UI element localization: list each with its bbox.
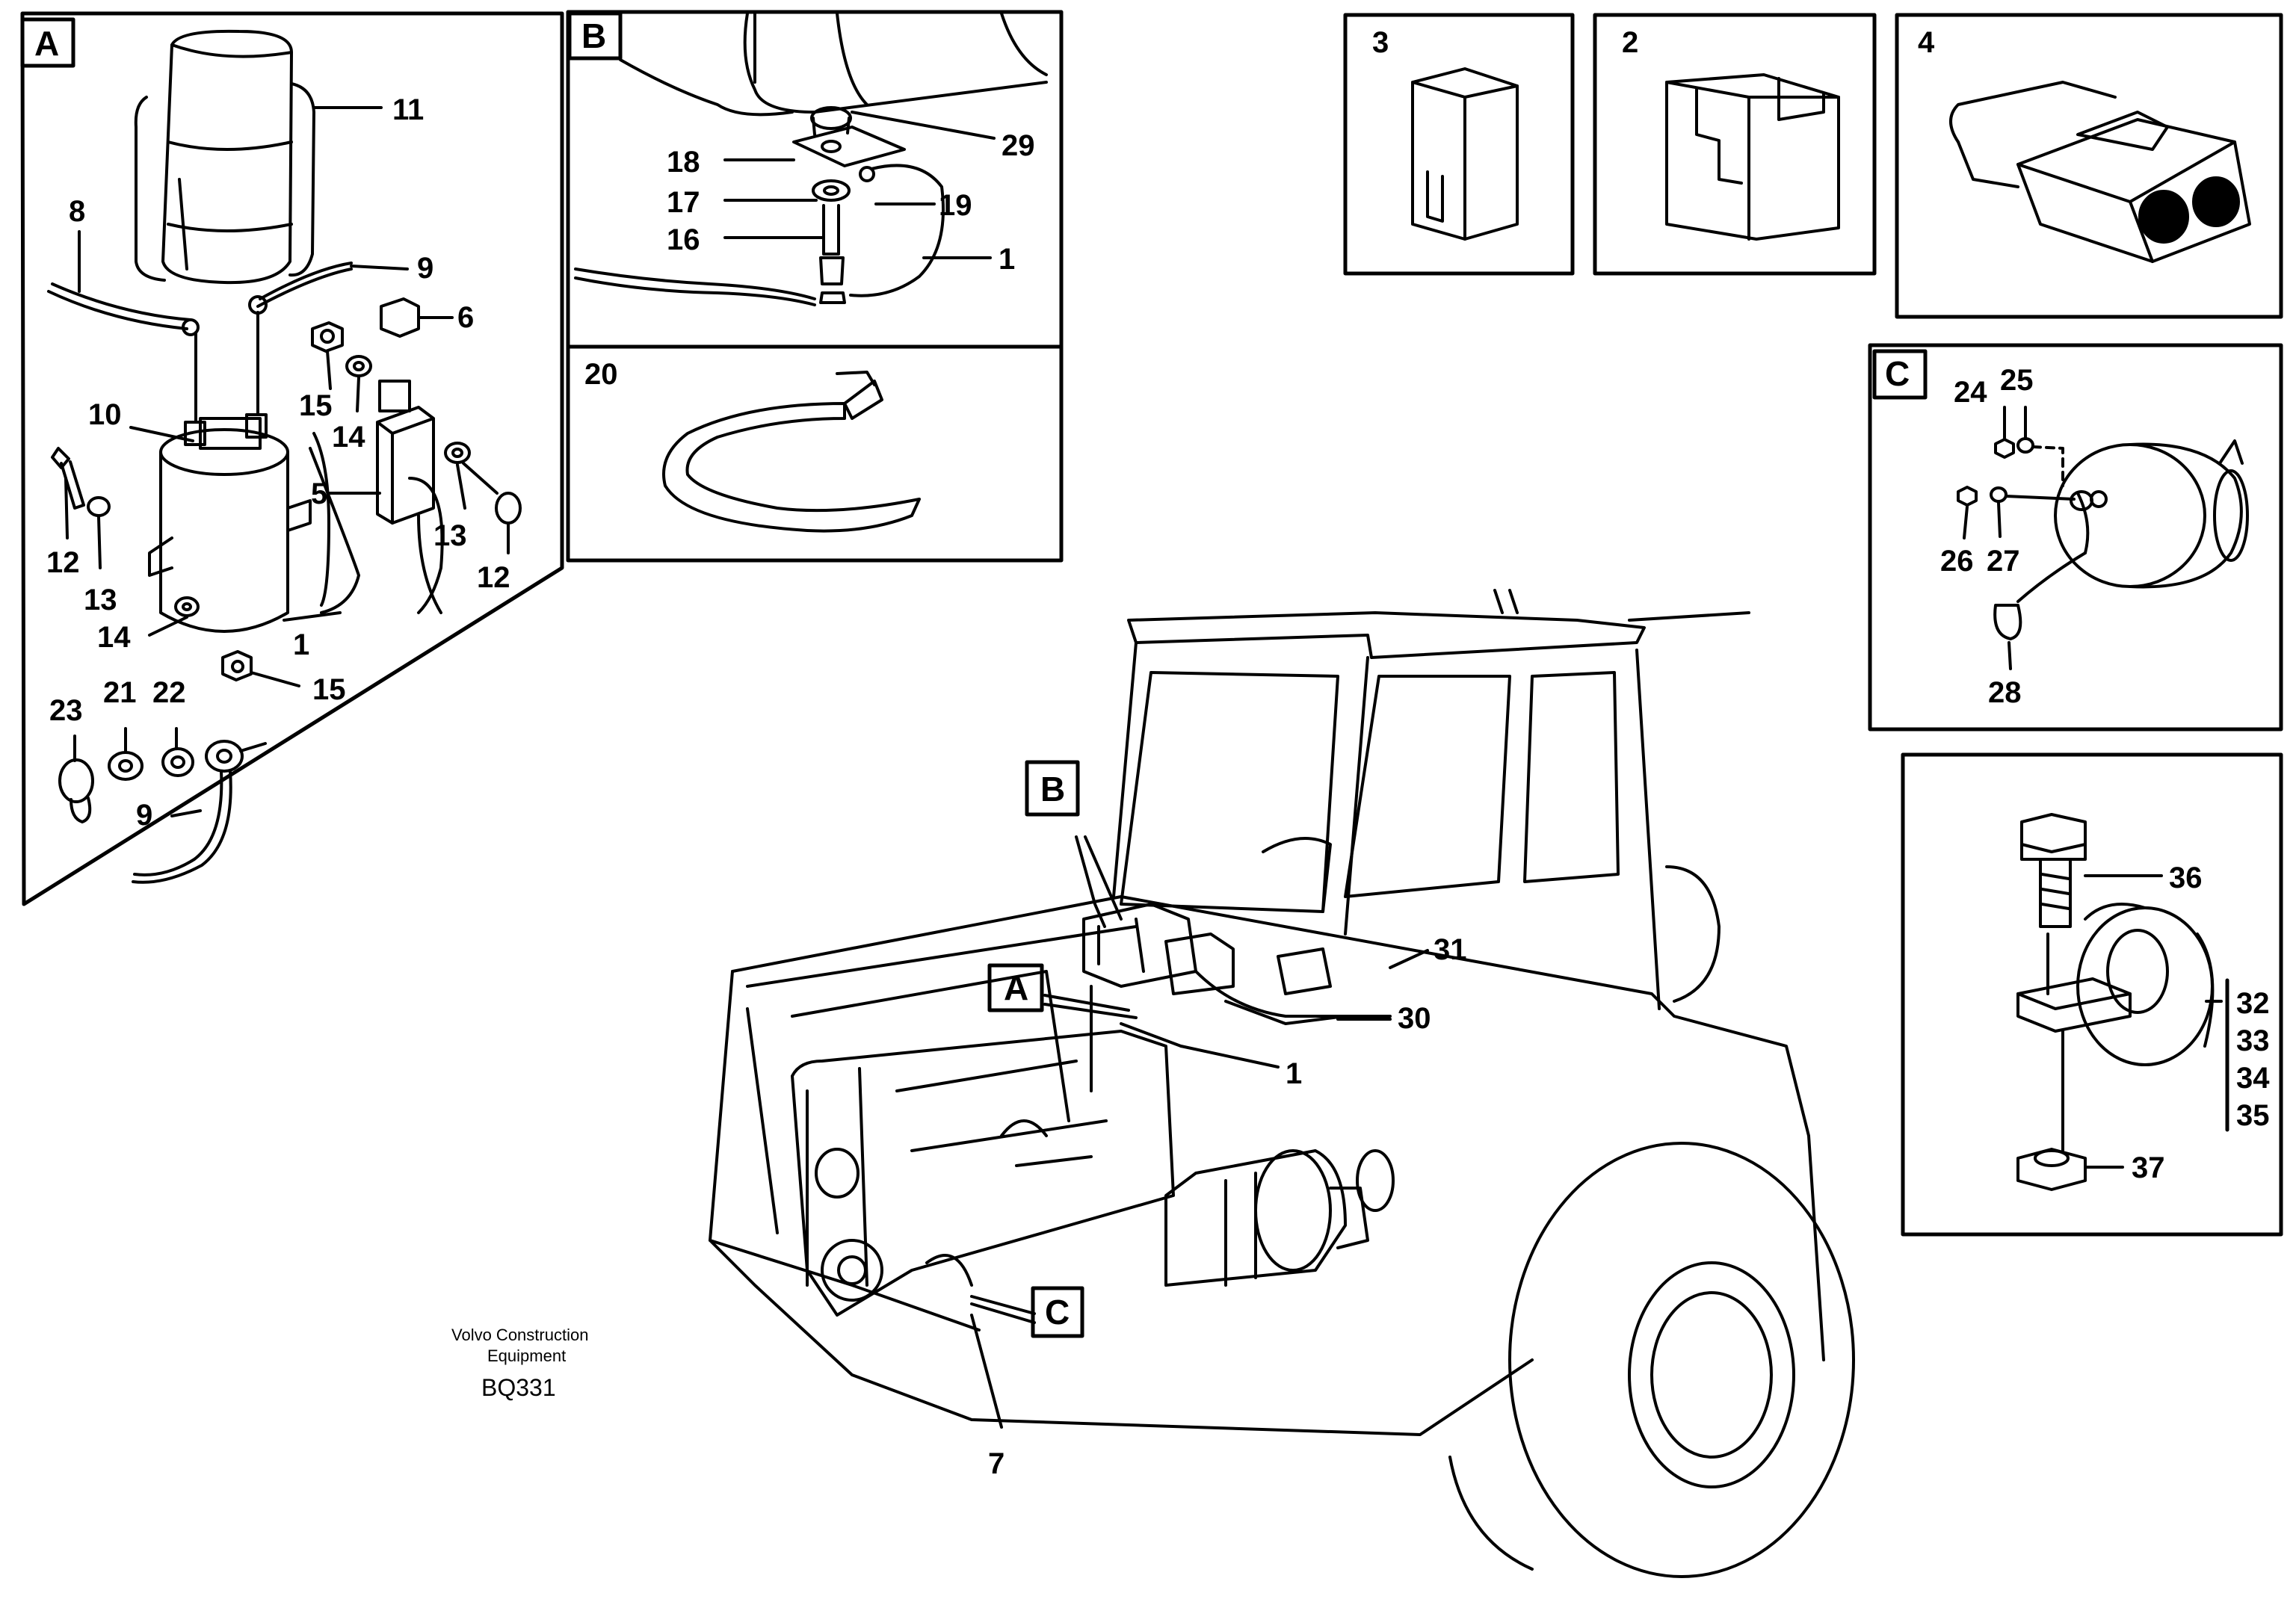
label-18: 18 [667, 146, 700, 179]
label-21: 21 [103, 676, 137, 709]
label-34: 34 [2236, 1062, 2270, 1095]
label-14: 14 [97, 621, 131, 654]
terminal-parts-drawing [58, 740, 267, 884]
label-2: 2 [1622, 26, 1638, 59]
panel-c-badge [1872, 349, 1928, 400]
panel-b-frame [566, 10, 1064, 349]
label-12: 12 [477, 561, 510, 594]
credit-line-1: Volvo Construction [451, 1326, 588, 1344]
panel-4: 4 [1895, 13, 2283, 319]
label-29: 29 [1002, 129, 1035, 162]
callout-c: C [1045, 1293, 1070, 1332]
panel-bolt: 36 32 33 34 35 37 [1901, 752, 2283, 1237]
label-36: 36 [2169, 862, 2203, 894]
label-8: 8 [69, 195, 85, 228]
panel-tie-frame [566, 344, 1064, 563]
label-23: 23 [49, 694, 83, 727]
label-15: 15 [312, 673, 346, 706]
label-25: 25 [2000, 364, 2034, 397]
panel-a-letter: A [34, 24, 59, 63]
panel-3: 3 [1343, 13, 1575, 276]
label-6: 6 [457, 301, 474, 334]
label-22: 22 [152, 676, 186, 709]
label-1: 1 [293, 628, 309, 661]
panel-c: C 24 25 26 27 28 [1868, 343, 2283, 732]
panel-b-badge [567, 11, 623, 61]
label-35: 35 [2236, 1099, 2270, 1132]
alternator-drawing [2054, 439, 2249, 589]
panel-b: B 18 29 17 19 16 1 [566, 10, 1064, 349]
panel-a: A [20, 11, 564, 906]
panel-b-letter: B [581, 16, 606, 55]
label-14: 14 [332, 421, 365, 454]
label-33: 33 [2236, 1024, 2270, 1057]
label-16: 16 [667, 223, 700, 256]
label-9: 9 [136, 799, 152, 832]
credit-line-2: Equipment [487, 1346, 566, 1365]
label-32: 32 [2236, 987, 2270, 1020]
label-37: 37 [2132, 1151, 2165, 1184]
label-15: 15 [299, 389, 333, 422]
relay-drawing [376, 380, 435, 525]
callout-c-box [1031, 1286, 1084, 1338]
label-7: 7 [988, 1447, 1004, 1480]
label-30: 30 [1398, 1002, 1431, 1035]
label-27: 27 [1987, 545, 2020, 578]
panel-3-frame [1343, 13, 1575, 276]
panel-2: 2 [1593, 13, 1877, 276]
label-19: 19 [939, 189, 972, 222]
label-26: 26 [1940, 545, 1974, 578]
solenoid-drawing [148, 311, 312, 633]
label-20: 20 [584, 358, 618, 391]
label-11: 11 [392, 93, 424, 126]
label-5: 5 [311, 477, 327, 510]
label-3: 3 [1372, 26, 1389, 59]
panel-cable-tie: 20 [566, 344, 1064, 563]
label-31: 31 [1434, 933, 1467, 966]
callout-leaders [970, 835, 1429, 1429]
label-10: 10 [88, 398, 122, 431]
callout-b: B [1040, 770, 1065, 808]
callout-a-box [987, 963, 1044, 1012]
panel-2-frame [1593, 13, 1877, 276]
label-12: 12 [46, 546, 80, 579]
label-28: 28 [1988, 676, 2022, 709]
drawing-code: BQ331 [481, 1374, 556, 1401]
label-9: 9 [417, 252, 433, 285]
label-1: 1 [999, 243, 1015, 276]
machine-drawing [709, 589, 1855, 1578]
relay-cover-drawing [134, 29, 315, 285]
panel-c-letter: C [1885, 354, 1910, 393]
panel-bolt-frame [1901, 752, 2283, 1237]
callout-b-box [1025, 760, 1080, 817]
panel-4-frame [1895, 13, 2283, 319]
label-13: 13 [433, 519, 467, 552]
label-1: 1 [1286, 1057, 1302, 1090]
panel-a-badge [20, 17, 75, 68]
label-24: 24 [1954, 376, 1987, 409]
label-13: 13 [84, 584, 117, 616]
panel-c-frame [1868, 343, 2283, 732]
label-17: 17 [667, 186, 700, 219]
callout-a: A [1004, 968, 1028, 1007]
panel-a-frame [20, 11, 564, 906]
label-4: 4 [1918, 26, 1935, 59]
